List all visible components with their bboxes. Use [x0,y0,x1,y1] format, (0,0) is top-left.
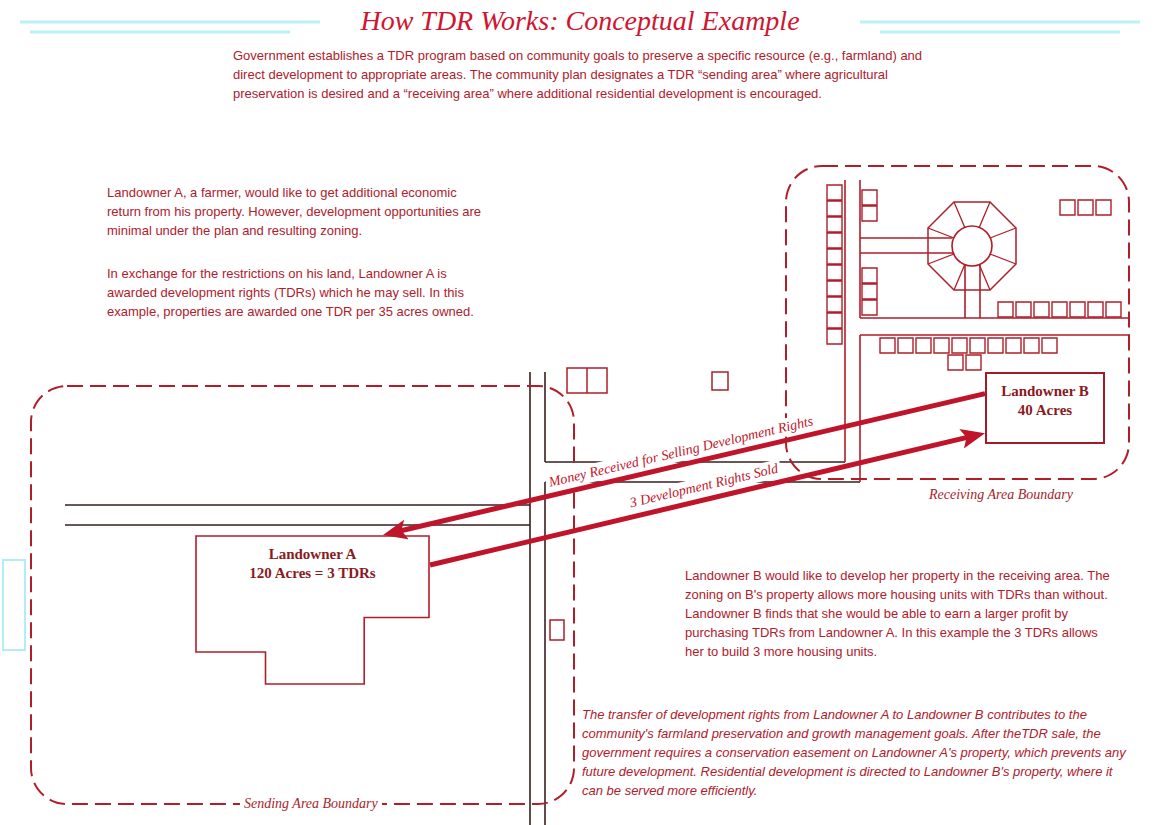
outcome-note: The transfer of development rights from … [582,705,1130,800]
boundary-label: Receiving Area Boundary [925,486,1077,504]
boundary-line [31,386,574,804]
landowner-b-note: Landowner B would like to develop her pr… [685,566,1117,661]
label-slot: Government establishes a TDR program bas… [233,46,943,103]
title-slot: How TDR Works: Conceptual Example [0,4,1160,38]
diagram-title: How TDR Works: Conceptual Example [360,4,799,38]
boundary-line [786,166,1129,479]
boundary-label-slot: Receiving Area Boundary [925,486,1077,504]
parcel-label: 120 Acres = 3 TDRs [249,564,375,583]
cul-de-sac [952,226,992,266]
label-slot: Landowner B would like to develop her pr… [685,566,1117,661]
arrow-label-slot: Money Received for Selling Development R… [544,411,818,492]
landowner-a-note: Landowner A, a farmer, would like to get… [107,183,482,240]
subdivision-roads [845,180,1130,482]
cul-de-sac-lots [928,202,1016,290]
transfer-arrow [397,394,985,532]
label-slot: Landowner A, a farmer, would like to get… [107,183,482,240]
house-lots [827,185,1121,370]
label-slot: In exchange for the restrictions on his … [107,264,482,321]
landowner-a-note: In exchange for the restrictions on his … [107,264,482,321]
parcel-label: Landowner A [269,545,357,564]
parcel-outline: Landowner A120 Acres = 3 TDRs [195,535,430,685]
receiving-area: Landowner B40 AcresReceiving Area Bounda… [785,165,1130,480]
boundary-label-slot: Sending Area Boundary [240,795,382,813]
arrow-label: Money Received for Selling Development R… [544,411,818,492]
parcel-label: Landowner B [1001,382,1089,401]
boundary-label: Sending Area Boundary [240,795,382,813]
sending-area: Landowner A120 Acres = 3 TDRsSending Are… [30,385,575,805]
label-slot: The transfer of development rights from … [582,705,1130,800]
parcel-box: Landowner B40 Acres [985,372,1105,444]
lot-lines [928,202,1016,290]
misprint-ghost [3,560,25,650]
area-outline [30,385,575,805]
parcel-line [196,536,429,684]
intro-note: Government establishes a TDR program bas… [233,46,943,103]
parcel-label: 40 Acres [1018,401,1072,420]
